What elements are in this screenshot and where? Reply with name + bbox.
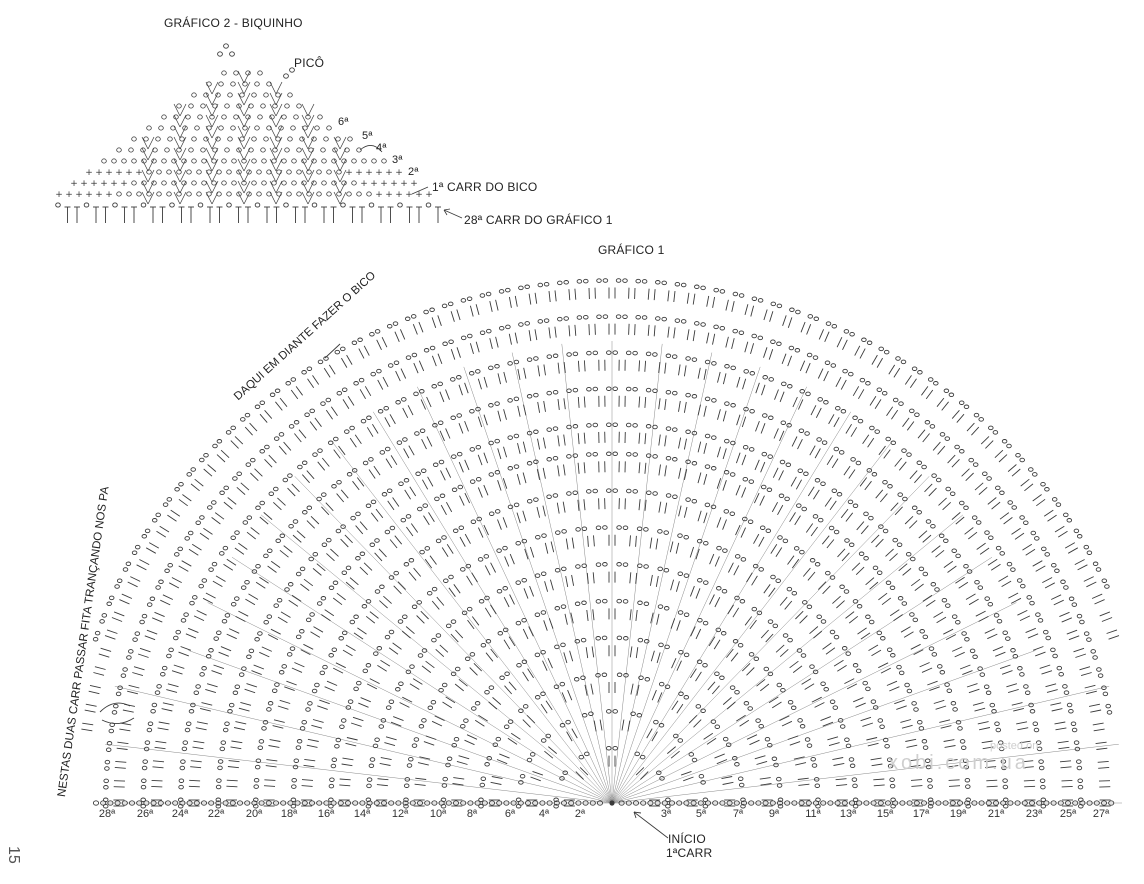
svg-text:+: + [425,190,433,200]
svg-text:+: + [95,168,103,178]
row-number-3: 3ª [660,808,672,820]
svg-text:+: + [100,179,108,189]
svg-text:+: + [400,179,408,189]
svg-text:+: + [110,179,118,189]
svg-text:+: + [385,168,393,178]
row-number-27: 27ª [1092,808,1110,820]
base-row-label: 28ª CARR DO GRÁFICO 1 [464,213,613,227]
svg-text:+: + [355,168,363,178]
row-number-7: 7ª [732,808,744,820]
row-number-9: 9ª [768,808,780,820]
svg-text:+: + [370,179,378,189]
svg-text:+: + [75,190,83,200]
svg-text:+: + [125,168,133,178]
row-number-14: 14ª [353,808,371,820]
row-number-20: 20ª [245,808,263,820]
svg-text:+: + [90,179,98,189]
row-label-3: 3ª [392,154,403,166]
svg-text:+: + [85,168,93,178]
row-number-8: 8ª [466,808,478,820]
pico-label: PICÔ [294,56,325,70]
svg-text:+: + [95,190,103,200]
svg-text:+: + [345,168,353,178]
row-number-18: 18ª [280,808,298,820]
grafico-1-fan-chart [81,278,1122,839]
row-number-25: 25ª [1059,808,1077,820]
svg-text:+: + [115,168,123,178]
row-number-24: 24ª [171,808,189,820]
svg-text:+: + [385,190,393,200]
svg-text:+: + [395,168,403,178]
svg-text:+: + [105,168,113,178]
page-number: 15 [5,846,22,864]
row-label-5: 5ª [362,130,373,142]
watermark-site: xobi.com.ua [888,752,1029,774]
grafico-1-title: GRÁFICO 1 [598,243,665,257]
svg-text:+: + [395,190,403,200]
svg-text:+: + [375,190,383,200]
svg-text:+: + [65,190,73,200]
start-label: INÍCIO [668,832,706,846]
row-number-22: 22ª [207,808,225,820]
row-number-5: 5ª [695,808,707,820]
svg-text:+: + [365,168,373,178]
row-number-11: 11ª [805,808,821,820]
row-label-6: 6ª [338,116,349,128]
start-row-label: 1ªCARR [666,846,713,860]
svg-text:+: + [70,179,78,189]
row-number-6: 6ª [504,808,516,820]
row-number-2: 2ª [574,808,586,820]
row-label-2: 2ª [408,166,419,178]
svg-text:+: + [55,190,63,200]
svg-text:+: + [415,190,423,200]
svg-text:+: + [135,168,143,178]
row-label-4: 4ª [376,142,387,154]
row-number-17: 17ª [912,808,930,820]
row-number-21: 21ª [987,808,1005,820]
row-number-26: 26ª [136,808,154,820]
row-number-12: 12ª [391,808,409,820]
row-number-19: 19ª [949,808,967,820]
svg-text:+: + [410,179,418,189]
svg-text:+: + [405,190,413,200]
row-number-4: 4ª [538,808,550,820]
svg-text:+: + [85,190,93,200]
first-row-bico-label: 1ª CARR DO BICO [432,180,538,194]
svg-text:+: + [105,190,113,200]
svg-text:+: + [390,179,398,189]
svg-text:+: + [380,179,388,189]
svg-text:+: + [80,179,88,189]
row-number-16: 16ª [317,808,335,820]
grafico-2-title: GRÁFICO 2 - BIQUINHO [164,16,303,30]
row-number-28: 28ª [98,808,116,820]
grafico-2-biquinho-chart: ++++++++++++++++++++++++++++++++++++ [55,43,463,223]
row-number-13: 13ª [839,808,857,820]
row-number-23: 23ª [1025,808,1043,820]
row-number-15: 15ª [876,808,894,820]
watermark-posted: posted on [990,740,1039,752]
svg-text:+: + [120,179,128,189]
svg-text:+: + [375,168,383,178]
svg-text:+: + [360,179,368,189]
row-number-10: 10ª [429,808,447,820]
